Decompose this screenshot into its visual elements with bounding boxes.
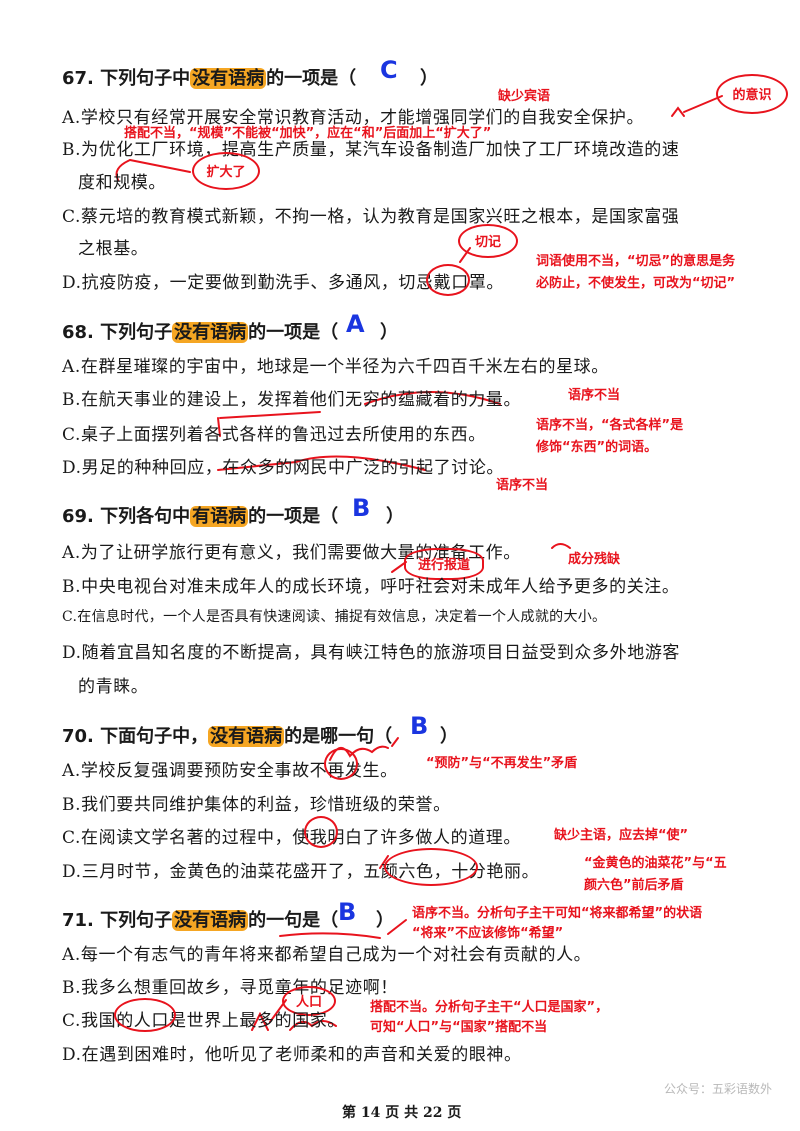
- question-close-paren: ）: [376, 910, 394, 931]
- question-number: 68.: [62, 322, 94, 343]
- page-footer: 第 14 页 共 22 页: [342, 1105, 462, 1121]
- option-b-line2: 度和规模。: [78, 173, 166, 193]
- annotation-note: 搭配不当。分析句子主干“人口是国家”，: [370, 1000, 609, 1015]
- option-c: C.在信息时代，一个人是否具有快速阅读、捕捉有效信息，决定着一个人成就的大小。: [62, 609, 607, 625]
- option-c-line1: C.蔡元培的教育模式新颖，不拘一格，认为教育是国家兴旺之根本，是国家富强: [62, 207, 680, 227]
- annotation-note: 语序不当。分析句子主干可知“将来都希望”的状语: [412, 906, 703, 921]
- question-prompt-tail: 的一句是（: [248, 910, 339, 931]
- question-close-paren: ）: [386, 506, 404, 527]
- annotation-circle: [384, 848, 478, 886]
- annotation-circle: [426, 264, 470, 296]
- annotation-note: 修饰“东西”的词语。: [536, 440, 658, 455]
- answer-mark: A: [346, 310, 365, 338]
- note-missing-object: 缺少宾语: [498, 89, 551, 104]
- annotation-note: 搭配不当，“规模”不能被“加快”，应在“和”后面加上“扩大了”: [124, 126, 492, 141]
- question-close-paren: ）: [380, 322, 398, 343]
- question-prompt-tail: 的一项是（: [266, 68, 357, 89]
- question-67-title: 67. 下列句子中没有语病的一项是（: [62, 64, 356, 90]
- option-b: B.我多么想重回故乡，寻觅童年的足迹啊！: [62, 978, 398, 998]
- option-d-line1: D.随着宜昌知名度的不断提高，具有峡江特色的旅游项目日益受到众多外地游客: [62, 643, 681, 663]
- annotation-note: 词语使用不当，“切忌”的意思是务: [536, 254, 736, 269]
- highlight-keyword: 没有语病: [172, 910, 249, 931]
- annotation-note: “将来”不应该修饰“希望”: [412, 926, 564, 941]
- highlight-keyword: 没有语病: [208, 726, 285, 747]
- annotation-note: 必防止，不使发生，可改为“切记”: [536, 276, 736, 291]
- option-d-line2: 的青睐。: [78, 677, 149, 697]
- question-number: 67.: [62, 68, 94, 89]
- annotation-bubble: 进行报道: [404, 548, 484, 580]
- annotation-circle: [324, 748, 358, 780]
- question-prompt-tail: 的一项是（: [248, 322, 339, 343]
- annotation-note: 可知“人口”与“国家”搭配不当: [370, 1020, 548, 1035]
- question-number: 69.: [62, 506, 94, 527]
- annotation-note: 颜六色”前后矛盾: [584, 878, 684, 893]
- annotation-note: 成分残缺: [568, 552, 621, 567]
- option-a: A.每一个有志气的青年将来都希望自己成为一个对社会有贡献的人。: [62, 945, 592, 965]
- option-c: C.桌子上面摆列着各式各样的鲁迅过去所使用的东西。: [62, 425, 486, 445]
- highlight-keyword: 有语病: [190, 506, 249, 527]
- question-prompt-tail: 的是哪一句（: [284, 726, 393, 747]
- option-c: C.我国的人口是世界上最多的国家。: [62, 1011, 346, 1031]
- annotation-bubble: 人口: [282, 986, 336, 1016]
- annotation-note: 语序不当: [496, 478, 549, 493]
- option-b: B.在航天事业的建设上，发挥着他们无穷的蕴藏着的力量。: [62, 390, 522, 410]
- option-d: D.男足的种种回应，在众多的网民中广泛的引起了讨论。: [62, 458, 505, 478]
- annotation-note: 语序不当: [568, 388, 621, 403]
- option-b: B.中央电视台对准未成年人的成长环境，呼吁社会对未成年人给予更多的关注。: [62, 577, 680, 597]
- annotation-bubble: 扩大了: [192, 152, 260, 190]
- annotation-note: “金黄色的油菜花”与“五: [584, 856, 727, 871]
- question-close-paren: ）: [420, 68, 438, 89]
- option-a: A.学校只有经常开展安全常识教育活动，才能增强同学们的自我安全保护。: [62, 108, 645, 128]
- option-a: A.学校反复强调要预防安全事故不再发生。: [62, 761, 398, 781]
- highlight-keyword: 没有语病: [172, 322, 249, 343]
- annotation-note: 语序不当，“各式各样”是: [536, 418, 684, 433]
- highlight-keyword: 没有语病: [190, 68, 267, 89]
- question-prompt: 下列句子: [100, 910, 173, 931]
- option-a: A.在群星璀璨的宇宙中，地球是一个半径为六千四百千米左右的星球。: [62, 357, 609, 377]
- question-prompt: 下列各句中: [100, 506, 191, 527]
- annotation-bubble: 的意识: [716, 74, 788, 114]
- option-d: D.抗疫防疫，一定要做到勤洗手、多通风，切忌戴口罩。: [62, 273, 505, 293]
- answer-mark: C: [380, 56, 398, 84]
- question-close-paren: ）: [440, 726, 458, 747]
- annotation-note: “预防”与“不再发生”矛盾: [426, 756, 578, 771]
- annotation-note: 缺少主语，应去掉“使”: [554, 828, 689, 843]
- question-prompt: 下列句子: [100, 322, 173, 343]
- question-69-title: 69. 下列各句中有语病的一项是（: [62, 502, 338, 528]
- annotation-circle: [114, 998, 176, 1032]
- answer-mark: B: [338, 898, 357, 926]
- answer-mark: B: [410, 712, 429, 740]
- question-70-title: 70. 下面句子中，没有语病的是哪一句（: [62, 722, 392, 748]
- answer-mark: B: [352, 494, 371, 522]
- question-prompt-tail: 的一项是（: [248, 506, 339, 527]
- option-c: C.在阅读文学名著的过程中，使我明白了许多做人的道理。: [62, 828, 522, 848]
- question-71-title: 71. 下列句子没有语病的一句是（: [62, 906, 338, 932]
- question-number: 71.: [62, 910, 94, 931]
- question-prompt: 下面句子中，: [100, 726, 209, 747]
- option-c-line2: 之根基。: [78, 239, 149, 259]
- question-number: 70.: [62, 726, 94, 747]
- option-d: D.在遇到困难时，他听见了老师柔和的声音和关爱的眼神。: [62, 1045, 522, 1065]
- option-b-line1: B.为优化工厂环境，提高生产质量，某汽车设备制造厂加快了工厂环境改造的速: [62, 140, 680, 160]
- annotation-bubble: 切记: [458, 224, 518, 258]
- watermark: 公众号：五彩语数外: [664, 1082, 773, 1096]
- option-b: B.我们要共同维护集体的利益，珍惜班级的荣誉。: [62, 795, 451, 815]
- question-68-title: 68. 下列句子没有语病的一项是（: [62, 318, 338, 344]
- annotation-circle: [304, 816, 338, 848]
- question-prompt: 下列句子中: [100, 68, 191, 89]
